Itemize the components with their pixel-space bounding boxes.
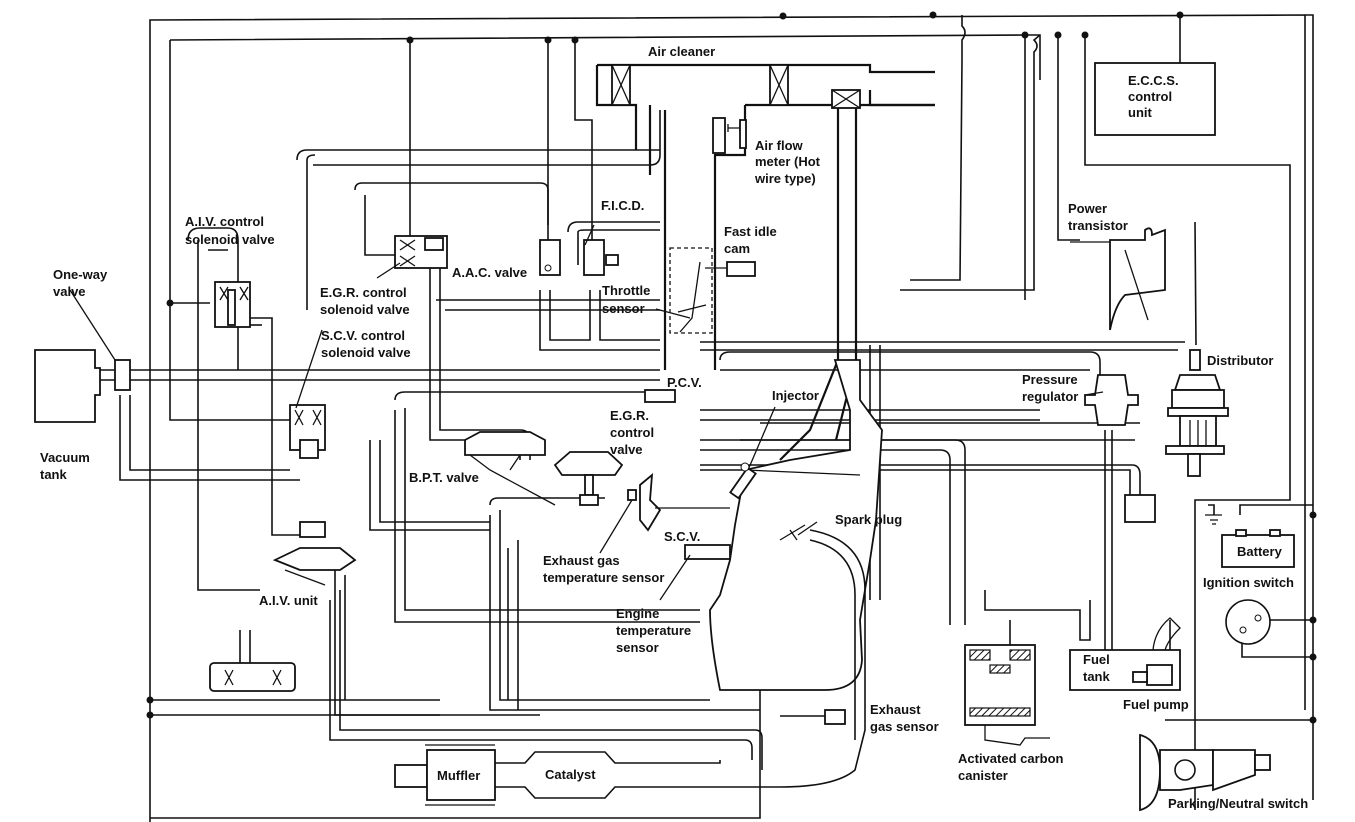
label-air-cleaner: Air cleaner bbox=[648, 44, 715, 59]
label-engine-temp-1: Engine bbox=[616, 606, 659, 621]
vacuum-tank bbox=[34, 349, 101, 423]
label-egr-valve-2: control bbox=[610, 425, 654, 440]
label-egr-valve-1: E.G.R. bbox=[610, 408, 649, 423]
egr-valve-icon bbox=[553, 451, 624, 506]
label-afm-1: Air flow bbox=[755, 138, 804, 153]
label-catalyst: Catalyst bbox=[545, 767, 596, 782]
exhaust-temp-sensor-icon bbox=[627, 489, 637, 501]
label-eccs-1: E.C.C.S. bbox=[1128, 73, 1179, 88]
distributor-icon bbox=[1165, 349, 1229, 477]
label-muffler: Muffler bbox=[437, 768, 480, 783]
label-aiv-unit: A.I.V. unit bbox=[259, 593, 318, 608]
throttle-body bbox=[669, 247, 756, 334]
label-scv: S.C.V. bbox=[664, 529, 700, 544]
label-ficd: F.I.C.D. bbox=[601, 198, 644, 213]
bpt-valve-icon bbox=[464, 431, 556, 506]
exhaust-system bbox=[394, 529, 866, 806]
label-injector: Injector bbox=[772, 388, 819, 403]
air-flow-meter-icon bbox=[712, 117, 747, 154]
labels: Air cleaner E.C.C.S. control unit Air fl… bbox=[40, 44, 1308, 811]
label-throttle-2: sensor bbox=[602, 301, 645, 316]
label-pressure-regulator-1: Pressure bbox=[1022, 372, 1078, 387]
label-pressure-regulator-2: regulator bbox=[1022, 389, 1078, 404]
label-egr-solenoid-2: solenoid valve bbox=[320, 302, 410, 317]
ignition-switch-icon bbox=[1225, 599, 1271, 645]
label-scv-solenoid-1: S.C.V. control bbox=[321, 328, 405, 343]
eccs-control-unit bbox=[1094, 62, 1216, 136]
label-canister-1: Activated carbon bbox=[958, 751, 1064, 766]
label-one-way-2: valve bbox=[53, 284, 86, 299]
label-eccs-3: unit bbox=[1128, 105, 1152, 120]
pressure-regulator-icon bbox=[1084, 374, 1139, 426]
label-distributor: Distributor bbox=[1207, 353, 1273, 368]
label-engine-temp-3: sensor bbox=[616, 640, 659, 655]
label-fuel-tank-1: Fuel bbox=[1083, 652, 1110, 667]
exhaust-gas-sensor-icon bbox=[824, 709, 846, 725]
label-spark-plug: Spark plug bbox=[835, 512, 902, 527]
label-aiv-solenoid-2: solenoid valve bbox=[185, 232, 275, 247]
scv-icon bbox=[639, 472, 730, 532]
label-one-way-1: One-way bbox=[53, 267, 108, 282]
label-egr-solenoid-1: E.G.R. control bbox=[320, 285, 407, 300]
aiv-solenoid-icon bbox=[214, 281, 251, 328]
label-aac-valve: A.A.C. valve bbox=[452, 265, 527, 280]
parking-neutral-switch-icon bbox=[1139, 733, 1271, 812]
aac-valve-icon bbox=[539, 239, 561, 276]
label-power-transistor-1: Power bbox=[1068, 201, 1107, 216]
intake-system bbox=[595, 63, 935, 461]
label-afm-3: wire type) bbox=[754, 171, 816, 186]
egr-solenoid-icon bbox=[394, 235, 448, 269]
battery-icon bbox=[1205, 514, 1295, 568]
label-engine-temp-2: temperature bbox=[616, 623, 691, 638]
label-eccs-2: control bbox=[1128, 89, 1172, 104]
label-fuel-pump: Fuel pump bbox=[1123, 697, 1189, 712]
label-scv-solenoid-2: solenoid valve bbox=[321, 345, 411, 360]
leader-lines bbox=[69, 224, 1104, 601]
injector-icon bbox=[729, 462, 757, 500]
ficd-icon bbox=[583, 239, 619, 276]
engine-block bbox=[709, 359, 883, 691]
solenoid-valves bbox=[214, 235, 619, 459]
label-fast-idle-1: Fast idle bbox=[724, 224, 777, 239]
label-bpt-valve: B.P.T. valve bbox=[409, 470, 479, 485]
label-battery: Battery bbox=[1237, 544, 1283, 559]
label-power-transistor-2: transistor bbox=[1068, 218, 1128, 233]
label-ignition-switch: Ignition switch bbox=[1203, 575, 1294, 590]
label-canister-2: canister bbox=[958, 768, 1008, 783]
aiv-unit-icon bbox=[209, 521, 357, 692]
label-fuel-tank-2: tank bbox=[1083, 669, 1111, 684]
label-pcv: P.C.V. bbox=[667, 375, 702, 390]
fuel-damper-icon bbox=[1124, 494, 1156, 523]
power-transistor-icon bbox=[1070, 227, 1166, 331]
label-fast-idle-2: cam bbox=[724, 241, 750, 256]
label-vacuum-tank-1: Vacuum bbox=[40, 450, 90, 465]
label-exhaust-gas-sensor-2: gas sensor bbox=[870, 719, 939, 734]
label-egr-valve-3: valve bbox=[610, 442, 643, 457]
engine-temp-sensor-icon bbox=[684, 544, 731, 560]
label-vacuum-tank-2: tank bbox=[40, 467, 68, 482]
label-exhaust-temp-2: temperature sensor bbox=[543, 570, 664, 585]
junction-dots bbox=[146, 11, 1317, 724]
spark-plug-icon bbox=[779, 524, 806, 541]
label-pn-switch: Parking/Neutral switch bbox=[1168, 796, 1308, 811]
one-way-valve-icon bbox=[114, 359, 131, 391]
label-exhaust-gas-sensor-1: Exhaust bbox=[870, 702, 921, 717]
pcv-icon bbox=[644, 389, 676, 403]
scv-solenoid-icon bbox=[289, 404, 326, 459]
label-aiv-solenoid-1: A.I.V. control bbox=[185, 214, 264, 229]
canister-icon bbox=[964, 644, 1050, 746]
label-exhaust-temp-1: Exhaust gas bbox=[543, 553, 620, 568]
label-afm-2: meter (Hot bbox=[755, 154, 821, 169]
air-filter-element bbox=[611, 64, 789, 106]
fuel-tank-icon bbox=[1069, 617, 1181, 691]
label-throttle-1: Throttle bbox=[602, 283, 650, 298]
